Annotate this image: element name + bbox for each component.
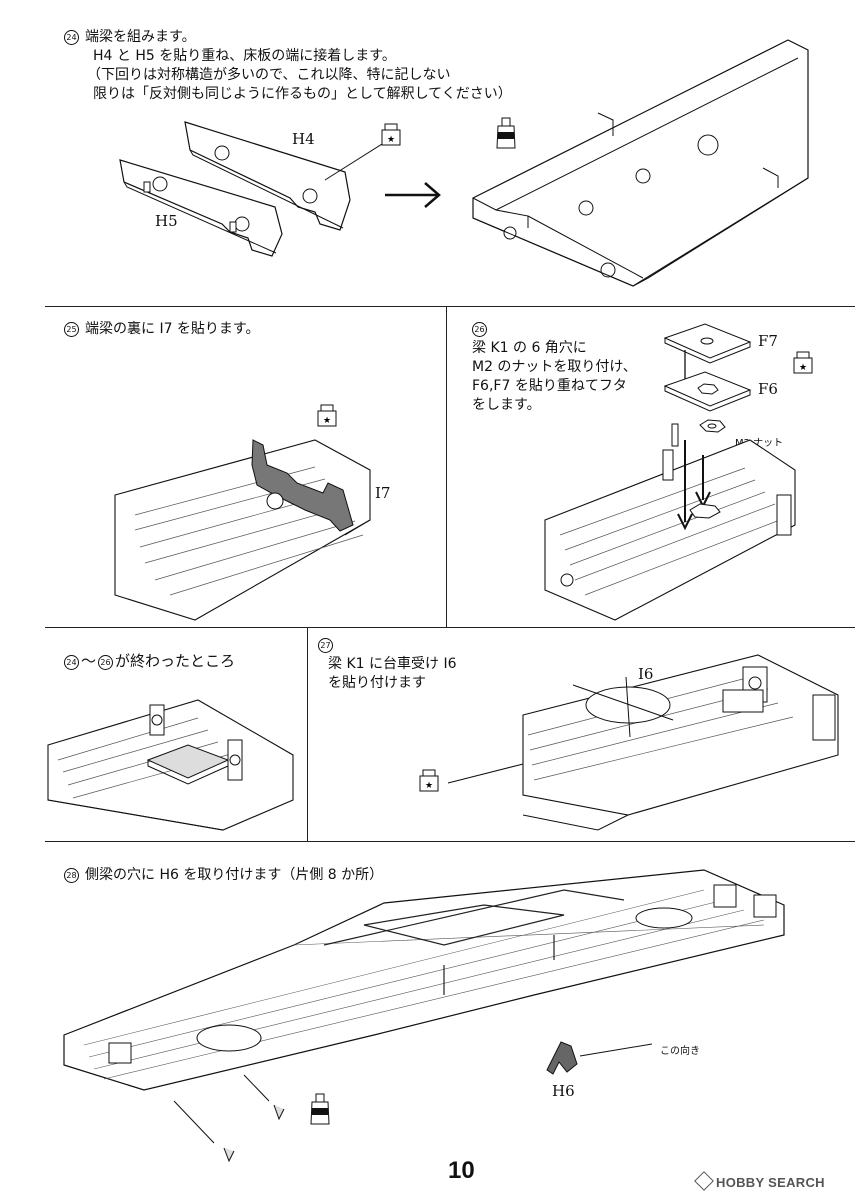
direction-note: この向き	[660, 1046, 700, 1057]
step-number: 26	[472, 322, 487, 337]
cyanoacrylate-glue-icon: ★	[793, 351, 813, 374]
svg-text:★: ★	[323, 416, 331, 426]
liquid-glue-bottle-icon	[496, 117, 516, 149]
step-number: 28	[64, 868, 79, 883]
step-26-underframe-illustration	[544, 439, 796, 621]
cyanoacrylate-glue-icon: ★	[381, 123, 401, 146]
svg-text:★: ★	[799, 363, 807, 373]
divider-5	[45, 841, 855, 842]
step-27-instructions: 27 梁 K1 に台車受け I6 を貼り付けます	[318, 636, 456, 693]
i7-label: I7	[375, 484, 391, 502]
step-26-instructions: 26 梁 K1 の 6 角穴に M2 のナットを取り付け、 F6,F7 を貼り重…	[472, 320, 637, 415]
divider-4	[307, 627, 308, 841]
watermark-logo-icon	[694, 1171, 714, 1191]
step-28-full-underframe-illustration	[63, 869, 785, 1163]
f7-label: F7	[758, 332, 778, 350]
step-number: 24	[64, 30, 79, 45]
divider-3	[45, 627, 855, 628]
f6-label: F6	[758, 380, 778, 398]
step-number: 25	[64, 322, 79, 337]
h6-label: H6	[552, 1082, 575, 1100]
direction-leader-line	[579, 1043, 653, 1057]
step-24-parts-illustration	[119, 121, 383, 257]
step-26-plates-illustration	[663, 323, 752, 447]
watermark: HOBBY SEARCH	[694, 1171, 825, 1191]
h5-label: H5	[155, 212, 178, 230]
cyanoacrylate-glue-icon: ★	[317, 404, 337, 427]
step-27-underframe-illustration	[447, 654, 839, 831]
divider-2	[446, 306, 447, 627]
h6-part-illustration	[546, 1041, 578, 1075]
svg-text:★: ★	[425, 781, 433, 791]
m2-nut-label: M2 ナット	[735, 438, 784, 449]
step-24-floor-illustration	[472, 39, 809, 287]
svg-text:★: ★	[387, 135, 395, 145]
i6-label: I6	[638, 665, 654, 683]
liquid-glue-bottle-icon	[310, 1093, 330, 1125]
step-number: 27	[318, 638, 333, 653]
page-number: 10	[448, 1157, 475, 1184]
h4-label: H4	[292, 130, 315, 148]
assembly-arrow	[385, 182, 441, 208]
steps-24-26-underframe-illustration	[47, 699, 294, 831]
cyanoacrylate-glue-icon: ★	[419, 769, 439, 792]
step-25-underframe-illustration	[114, 439, 371, 621]
divider-1	[45, 306, 855, 307]
